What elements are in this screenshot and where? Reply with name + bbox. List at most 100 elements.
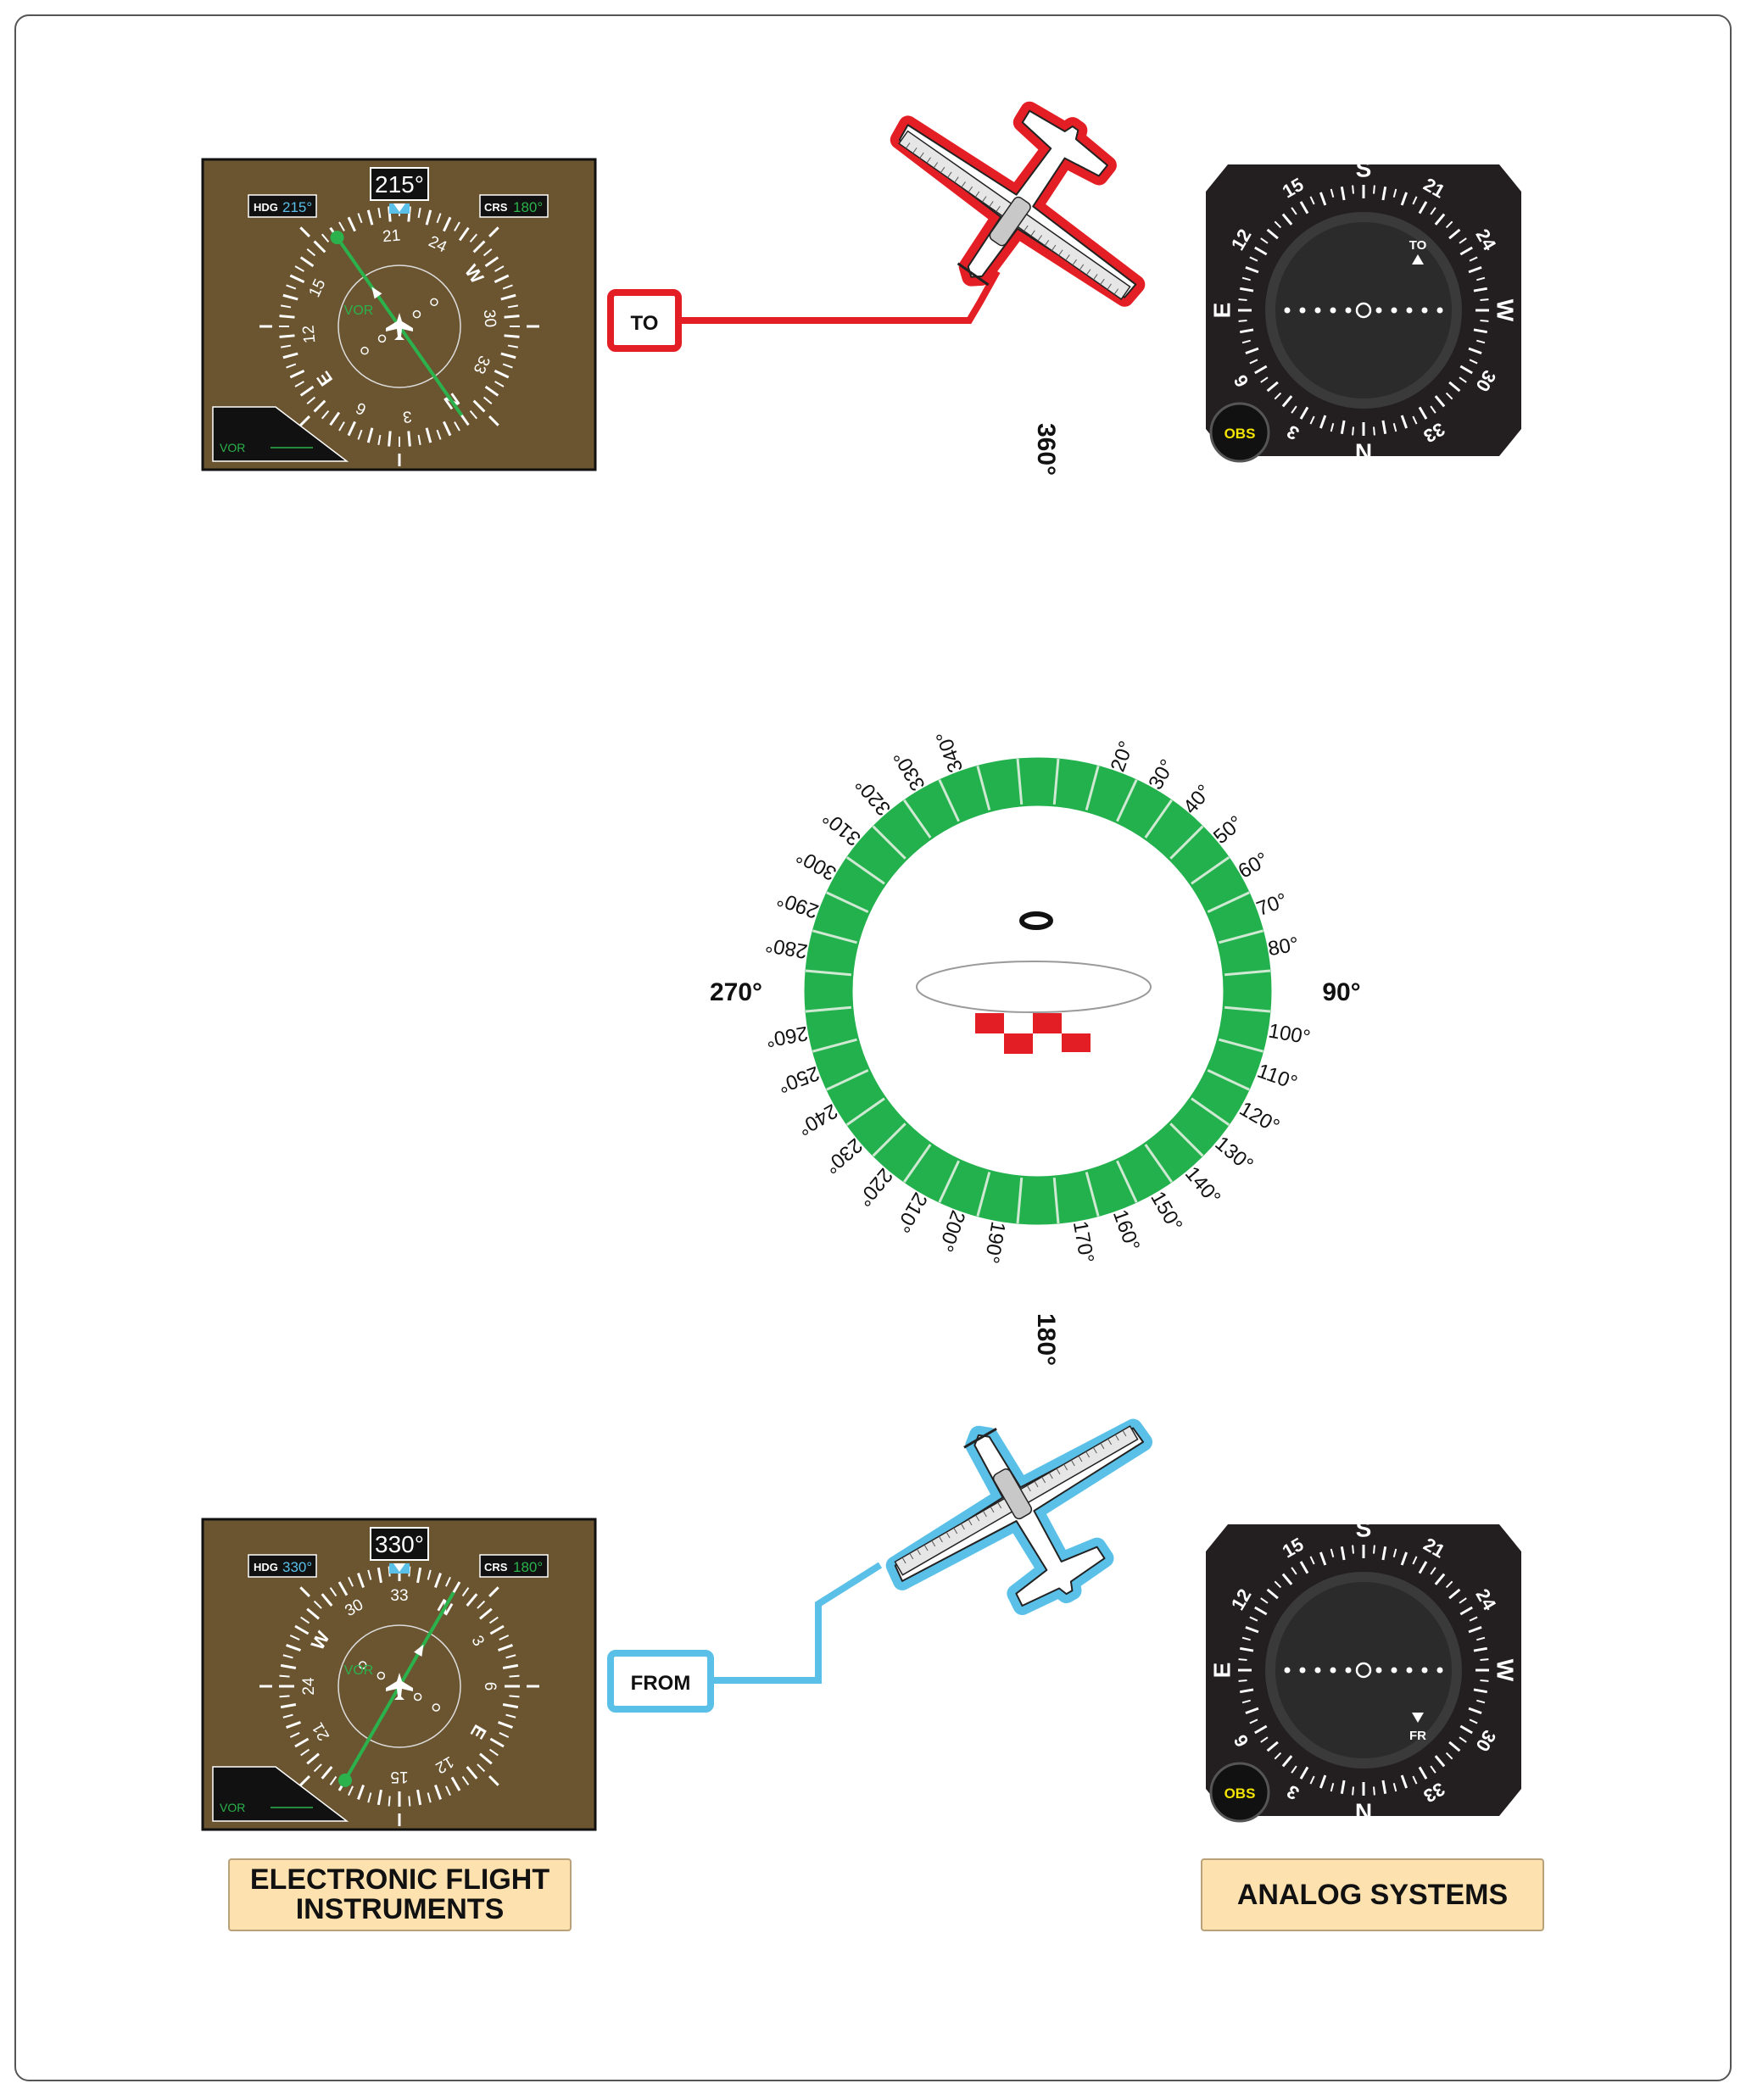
cdi-card-tick — [1430, 1567, 1436, 1575]
rose-spoke — [976, 1172, 991, 1217]
cdi-card-tick — [1448, 1741, 1461, 1752]
rose-tick-label: 80° — [1266, 933, 1300, 961]
efis-card-tick — [483, 396, 493, 405]
efis-card-tick — [313, 240, 326, 253]
efis-card-tick — [299, 385, 315, 397]
wing-rib — [982, 196, 987, 203]
rose-spoke — [1085, 765, 1100, 810]
efis-card-tick — [280, 344, 292, 348]
efis-card-tick — [504, 334, 520, 338]
cdi-deviation-dot — [1345, 307, 1352, 314]
efis-card-tick — [434, 1785, 442, 1800]
cdi-card-tick — [1445, 1752, 1453, 1760]
efis-card-tick — [458, 226, 470, 242]
efis-card-tick — [329, 1775, 337, 1785]
wing-rib — [938, 1535, 943, 1543]
cdi-card-tick — [1241, 339, 1251, 344]
rose-green-ring — [804, 757, 1272, 1225]
cdi-card-tick — [1238, 320, 1247, 322]
cdi-card-tick — [1340, 186, 1346, 201]
cdi-card-tick — [1476, 1699, 1486, 1704]
efis-deviation-dot — [432, 1703, 441, 1712]
cdi-card-tick — [1340, 420, 1346, 435]
efis-card-tick — [306, 1607, 320, 1620]
efis-lubber-line — [393, 203, 405, 212]
efis-card-tick — [502, 284, 513, 290]
efis-card-tick — [289, 1635, 300, 1640]
efis-card-tick — [500, 352, 516, 359]
rose-spoke — [1052, 758, 1060, 805]
cdi-card-tick — [1469, 1616, 1478, 1622]
wing-rib — [997, 1501, 1002, 1509]
obs-knob[interactable] — [1209, 1762, 1270, 1823]
cdi-deviation-dot — [1345, 1667, 1352, 1674]
wing-rib — [968, 1518, 973, 1526]
efis-card-tick — [488, 1748, 499, 1757]
wing-rib — [1100, 1442, 1105, 1450]
cdi-center-ring — [1355, 1662, 1372, 1679]
cdi-card-tick — [1476, 1636, 1486, 1641]
wing-rib — [1085, 1451, 1091, 1458]
efis-card-tick — [282, 293, 298, 301]
cdi-card-tick — [1381, 1780, 1387, 1795]
cdi-card-tick — [1381, 1546, 1387, 1561]
airplane-propeller — [957, 262, 990, 287]
rose-spoke — [1052, 1178, 1060, 1224]
efis-card-tick — [498, 1721, 513, 1729]
obs-knob[interactable] — [1209, 402, 1270, 463]
efis-card-tick — [294, 381, 304, 387]
cdi-card-tick — [1430, 405, 1436, 414]
efis-card-tick — [279, 334, 295, 338]
cdi-card-tick — [1274, 1580, 1282, 1589]
checkered-flag-icon — [975, 1013, 1091, 1054]
cdi-card-tick — [1381, 186, 1387, 201]
efis-index-mark — [299, 1586, 310, 1597]
efis-course-head — [330, 231, 344, 245]
efis-card-tick — [366, 209, 374, 226]
cdi-card-tick — [1468, 347, 1482, 355]
rose-spoke — [1144, 799, 1173, 838]
efis-index-mark — [488, 226, 499, 237]
rose-spoke — [1016, 1178, 1024, 1224]
rose-spoke — [1169, 1122, 1204, 1157]
rose-spoke — [805, 1005, 851, 1013]
cdi-card-tick — [1468, 1625, 1482, 1634]
efis-card-tick — [498, 1644, 513, 1652]
cdi-card-tick — [1260, 1597, 1269, 1604]
efis-tofrom-arrow — [371, 287, 382, 299]
cdi-card-tick — [1281, 1573, 1293, 1585]
efis-index-mark — [299, 1775, 310, 1786]
cdi-card-tick — [1459, 1724, 1473, 1735]
efis-card-tick — [407, 206, 411, 222]
cdi-card-tick — [1434, 1755, 1446, 1768]
efis-range-ring — [337, 1624, 461, 1748]
efis-card-tick — [472, 240, 486, 253]
rose-spoke — [1116, 779, 1138, 822]
efis-card-tick — [494, 274, 510, 283]
efis-card-tick — [479, 1752, 493, 1765]
cdi-deviation-dot — [1436, 307, 1443, 314]
cdi-card-tick — [1459, 1736, 1467, 1743]
rose-spoke — [872, 1122, 906, 1157]
wing-rib — [923, 1544, 929, 1551]
efis-index-mark — [299, 226, 310, 237]
rose-spoke — [826, 891, 869, 913]
to-callout: TO — [607, 270, 1001, 352]
efis-card-tick — [388, 431, 392, 447]
efis-card-tick — [313, 1763, 322, 1773]
cdi-card-tick — [1245, 347, 1259, 355]
wing-rib — [989, 201, 994, 208]
wing-rib — [1113, 288, 1119, 295]
cdi-card-tick — [1260, 1736, 1269, 1743]
efis-card-tick — [488, 1616, 499, 1624]
cdi-deviation-dot — [1406, 1667, 1413, 1674]
efis-card-tick — [377, 1567, 382, 1584]
efis-card-tick — [427, 1569, 432, 1580]
cdi-card-tick — [1330, 423, 1335, 432]
efis-bottom: 33N36E12152124W30VOR330°HDG330°CRS180°VO… — [201, 1518, 597, 1831]
efis-card-tick — [321, 233, 330, 243]
cdi-card-tick — [1299, 201, 1309, 214]
efis-card-tick — [505, 1713, 516, 1718]
